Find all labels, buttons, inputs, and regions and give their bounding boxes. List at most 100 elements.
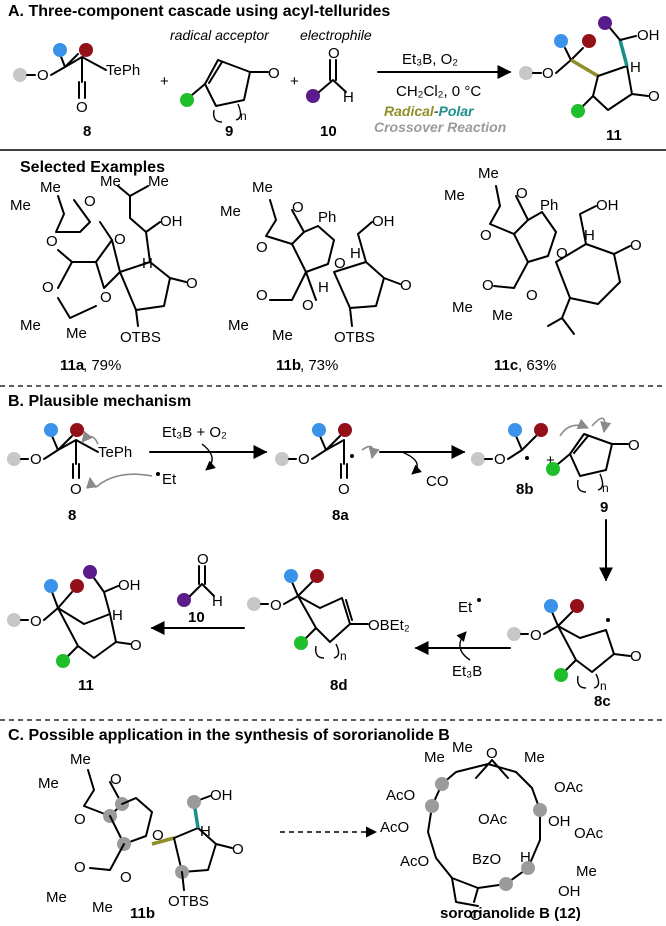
- shadow-dot: [425, 799, 439, 813]
- grey-dot: [7, 452, 21, 466]
- grey-dot: [7, 613, 21, 627]
- atom-h: H: [200, 823, 211, 840]
- atom-n: n: [600, 679, 607, 693]
- atom-aco: AcO: [386, 787, 415, 804]
- red-dot: [70, 423, 84, 437]
- atom-me: Me: [148, 173, 169, 190]
- atom-me: Me: [424, 749, 445, 766]
- green-dot: [294, 636, 308, 650]
- atom-h: H: [212, 593, 223, 610]
- radical-acceptor-header: radical acceptor: [170, 27, 270, 43]
- atom-o: O: [630, 648, 642, 665]
- atom-obet2: OBEt₂: [368, 617, 410, 634]
- atom-h: H: [584, 227, 595, 244]
- atom-o: O: [530, 627, 542, 644]
- atom-me: Me: [20, 317, 41, 334]
- examples-title: Selected Examples: [20, 159, 165, 176]
- curved-arrow: [81, 430, 99, 445]
- atom-oh: OH: [548, 813, 571, 830]
- atom-h: H: [343, 89, 354, 106]
- atom-o: O: [30, 613, 42, 630]
- et-radical-2: Et: [458, 599, 473, 616]
- blue-dot: [544, 599, 558, 613]
- red-dot: [534, 423, 548, 437]
- atom-h: H: [350, 245, 361, 262]
- atom-n: n: [602, 481, 609, 495]
- atom-me: Me: [272, 327, 293, 344]
- conditions-bottom: CH₂Cl₂, 0 °C: [396, 83, 481, 100]
- red-dot: [310, 569, 324, 583]
- mech-aldehyde-10: O H 10: [177, 551, 223, 626]
- example-11b-structure: Me Me O O Ph O O O H Me Me O OH H OTBS 1…: [220, 179, 412, 374]
- atom-o: O: [197, 551, 209, 568]
- label-8b: 8b: [516, 481, 534, 498]
- shadow-dot: [435, 777, 449, 791]
- curved-arrow: [456, 631, 471, 661]
- green-dot: [554, 668, 568, 682]
- atom-me: Me: [66, 325, 87, 342]
- atom-teph: TePh: [106, 62, 140, 79]
- atom-o: O: [298, 451, 310, 468]
- label-8: 8: [68, 507, 76, 524]
- red-dot: [570, 599, 584, 613]
- atom-o: O: [114, 231, 126, 248]
- green-dot: [56, 654, 70, 668]
- reagent-10-label: 10: [320, 123, 337, 140]
- example-11c-id: 11c: [494, 357, 518, 374]
- atom-o: O: [470, 907, 482, 924]
- atom-o: O: [270, 597, 282, 614]
- atom-o: O: [256, 239, 268, 256]
- grey-dot: [507, 627, 521, 641]
- purple-dot: [177, 593, 191, 607]
- red-dot: [582, 34, 596, 48]
- mech-11: O O H OH 11: [7, 565, 142, 694]
- blue-dot: [312, 423, 326, 437]
- atom-o: O: [542, 65, 554, 82]
- radical-dot: [156, 472, 160, 476]
- atom-o: O: [482, 277, 494, 294]
- example-11c-yield: , 63%: [518, 357, 556, 374]
- atom-o: O: [292, 199, 304, 216]
- atom-oac: OAc: [554, 779, 584, 796]
- atom-o: O: [328, 45, 340, 62]
- green-dot: [180, 93, 194, 107]
- atom-aco: AcO: [400, 853, 429, 870]
- atom-h: H: [142, 255, 153, 272]
- blue-dot: [44, 579, 58, 593]
- blue-dot: [508, 423, 522, 437]
- atom-oh: OH: [637, 27, 660, 44]
- purple-dot: [598, 16, 612, 30]
- atom-ph: Ph: [318, 209, 336, 226]
- blue-dot: [44, 423, 58, 437]
- atom-otbs: OTBS: [334, 329, 375, 346]
- atom-me: Me: [452, 739, 473, 756]
- example-11c-structure: Me Me O O Ph O O O Me Me O OH H 11c , 63…: [444, 165, 642, 374]
- atom-ph: Ph: [540, 197, 558, 214]
- grey-dot: [471, 452, 485, 466]
- atom-oh: OH: [210, 787, 233, 804]
- atom-o: O: [152, 827, 164, 844]
- example-11a-yield: , 79%: [83, 357, 121, 374]
- atom-me: Me: [444, 187, 465, 204]
- curved-arrow: [401, 451, 422, 475]
- mech-8d: O OBEt₂ n 8d: [247, 569, 410, 694]
- shadow-dot: [499, 877, 513, 891]
- atom-me: Me: [220, 203, 241, 220]
- grey-dot: [519, 66, 533, 80]
- atom-oac: OAc: [478, 811, 508, 828]
- atom-teph: TePh: [98, 444, 132, 461]
- shadow-dot: [533, 803, 547, 817]
- atom-o: O: [232, 841, 244, 858]
- section-a-title: A. Three-component cascade using acyl-te…: [8, 3, 390, 20]
- purple-dot: [306, 89, 320, 103]
- red-dot: [70, 579, 84, 593]
- atom-o: O: [302, 297, 314, 314]
- atom-o: O: [120, 869, 132, 886]
- application-right-label: sororianolide B (12): [440, 905, 581, 922]
- et3b-label: Et₃B: [452, 663, 482, 680]
- conditions-top: Et₃B, O₂: [402, 51, 458, 68]
- red-dot: [338, 423, 352, 437]
- curved-arrow: [591, 417, 612, 434]
- atom-o: O: [256, 287, 268, 304]
